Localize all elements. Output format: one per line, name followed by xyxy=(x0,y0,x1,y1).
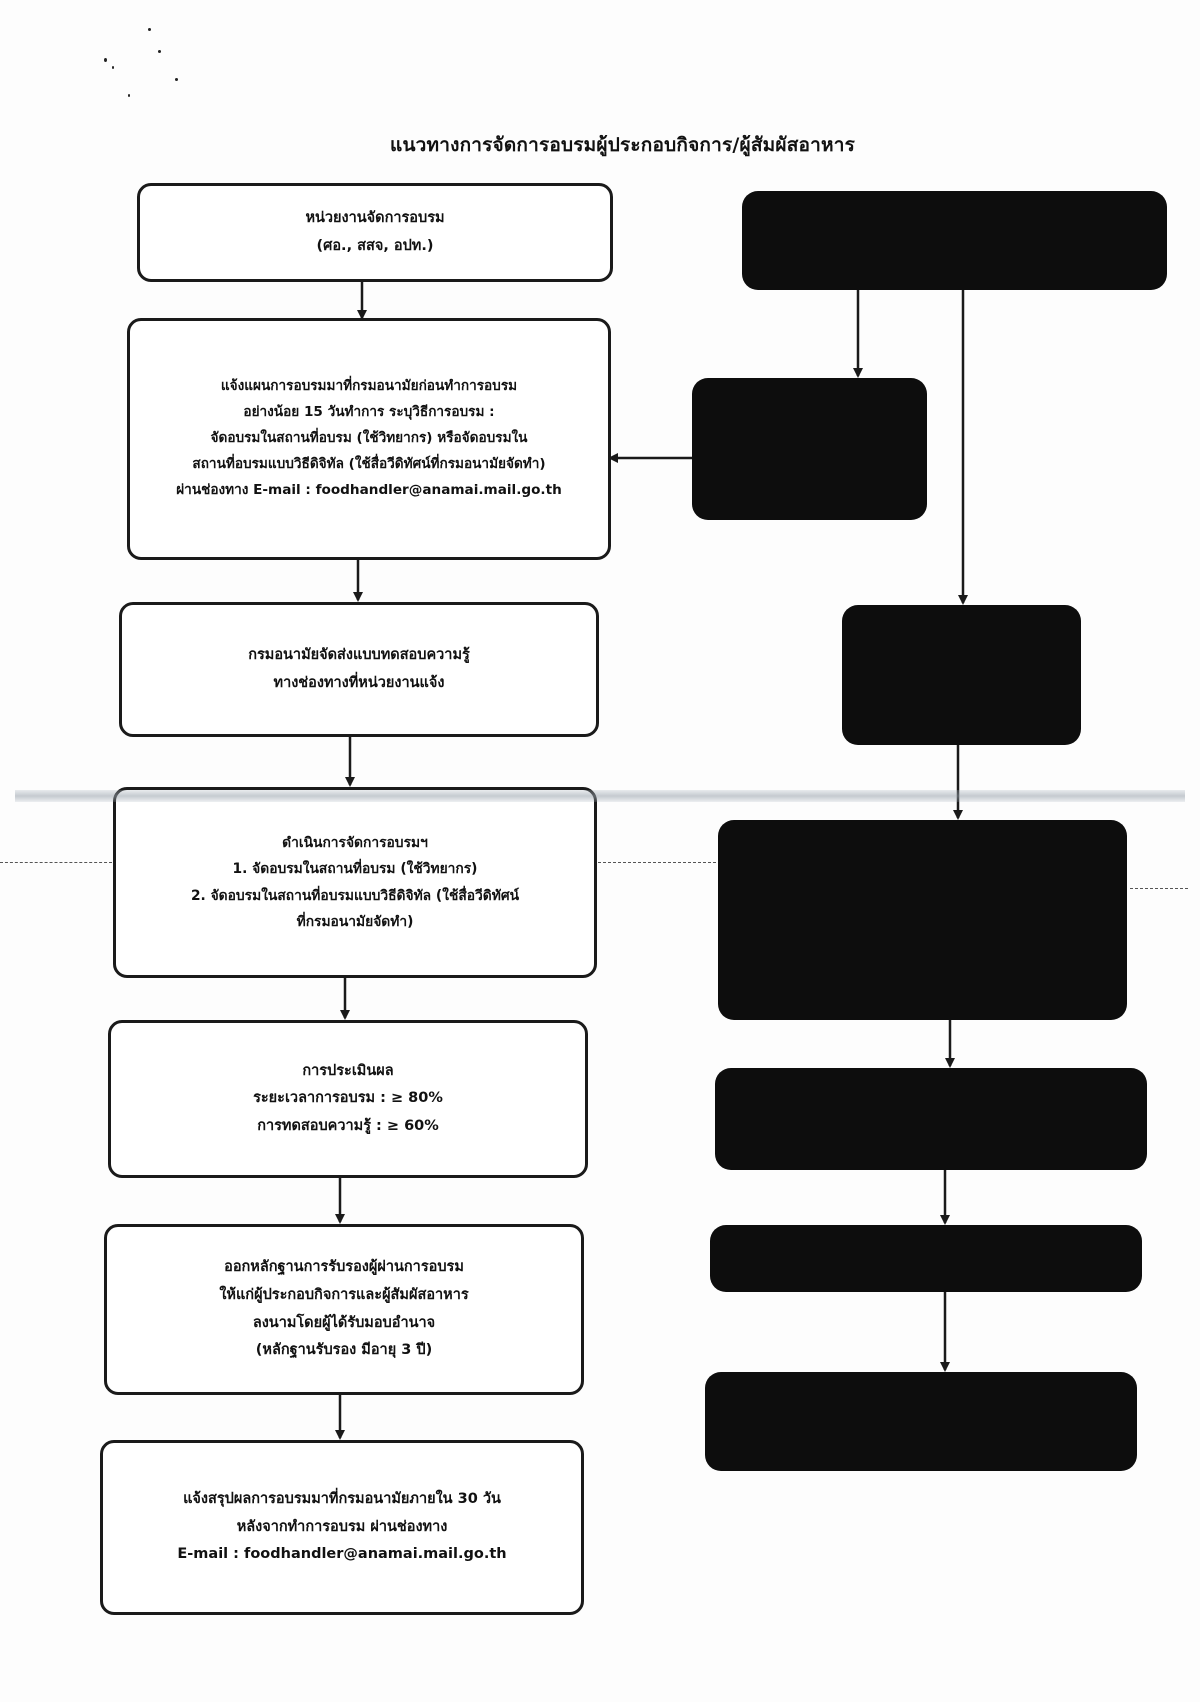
step-text: ที่กรมอนามัยจัดทำ) xyxy=(296,913,414,930)
step-text: การประเมินผล xyxy=(302,1062,394,1079)
step-text: แจ้งแผนการอบรมมาที่กรมอนามัยก่อนทำการอบร… xyxy=(220,378,518,395)
redacted-box xyxy=(692,378,927,520)
step-text: E-mail : foodhandler@anamai.mail.go.th xyxy=(177,1546,507,1563)
step-text: แจ้งสรุปผลการอบรมมาที่กรมอนามัยภายใน 30 … xyxy=(183,1491,501,1508)
scan-speck xyxy=(112,66,114,69)
step-box-send-test: กรมอนามัยจัดส่งแบบทดสอบความรู้ ทางช่องทา… xyxy=(119,602,599,737)
step-text: (ศอ., สสจ, อปท.) xyxy=(316,237,434,254)
scan-speck xyxy=(128,94,130,97)
step-box-training-unit: หน่วยงานจัดการอบรม (ศอ., สสจ, อปท.) xyxy=(137,183,613,282)
step-box-report-summary: แจ้งสรุปผลการอบรมมาที่กรมอนามัยภายใน 30 … xyxy=(100,1440,584,1615)
step-text: ทางช่องทางที่หน่วยงานแจ้ง xyxy=(273,674,445,691)
step-box-conduct-training: ดำเนินการจัดการอบรมฯ 1. จัดอบรมในสถานที่… xyxy=(113,787,597,978)
scan-speck xyxy=(175,78,178,81)
step-text: สถานที่อบรมแบบวิธีดิจิทัล (ใช้สื่อวีดิทั… xyxy=(192,455,546,472)
scan-artifact-dash xyxy=(1130,888,1188,889)
step-box-notify-plan: แจ้งแผนการอบรมมาที่กรมอนามัยก่อนทำการอบร… xyxy=(127,318,611,560)
scan-artifact-dash xyxy=(0,862,112,863)
scan-artifact-band xyxy=(15,790,1185,802)
redacted-box xyxy=(742,191,1167,290)
step-text: ผ่านช่องทาง E-mail : foodhandler@anamai.… xyxy=(176,481,562,498)
step-box-certificate: ออกหลักฐานการรับรองผู้ผ่านการอบรม ให้แก่… xyxy=(104,1224,584,1395)
step-text: 1. จัดอบรมในสถานที่อบรม (ใช้วิทยากร) xyxy=(232,861,478,878)
step-text: การทดสอบความรู้ : ≥ 60% xyxy=(257,1117,439,1134)
step-text: จัดอบรมในสถานที่อบรม (ใช้วิทยากร) หรือจั… xyxy=(210,430,528,447)
redacted-box xyxy=(710,1225,1142,1292)
step-text: หลังจากทำการอบรม ผ่านช่องทาง xyxy=(236,1518,448,1535)
scan-speck xyxy=(148,28,151,31)
step-text: ออกหลักฐานการรับรองผู้ผ่านการอบรม xyxy=(224,1259,464,1276)
step-text: ให้แก่ผู้ประกอบกิจการและผู้สัมผัสอาหาร xyxy=(219,1286,469,1303)
step-text: ระยะเวลาการอบรม : ≥ 80% xyxy=(253,1090,443,1107)
step-box-evaluation: การประเมินผล ระยะเวลาการอบรม : ≥ 80% การ… xyxy=(108,1020,588,1178)
step-text: ลงนามโดยผู้ได้รับมอบอำนาจ xyxy=(252,1314,436,1331)
redacted-box xyxy=(705,1372,1137,1471)
redacted-box xyxy=(718,820,1127,1020)
step-text: (หลักฐานรับรอง มีอายุ 3 ปี) xyxy=(255,1342,433,1359)
step-text: 2. จัดอบรมในสถานที่อบรมแบบวิธีดิจิทัล (ใ… xyxy=(190,887,520,904)
step-text: หน่วยงานจัดการอบรม xyxy=(305,209,445,226)
redacted-box xyxy=(842,605,1081,745)
redacted-box xyxy=(715,1068,1147,1170)
scan-speck xyxy=(158,50,161,53)
step-text: อย่างน้อย 15 วันทำการ ระบุวิธีการอบรม : xyxy=(243,404,495,421)
scan-artifact-dash xyxy=(598,862,716,863)
step-text: ดำเนินการจัดการอบรมฯ xyxy=(282,835,428,852)
page-title: แนวทางการจัดการอบรมผู้ประกอบกิจการ/ผู้สั… xyxy=(390,134,855,156)
step-text: กรมอนามัยจัดส่งแบบทดสอบความรู้ xyxy=(248,646,470,663)
scan-speck xyxy=(104,58,107,62)
